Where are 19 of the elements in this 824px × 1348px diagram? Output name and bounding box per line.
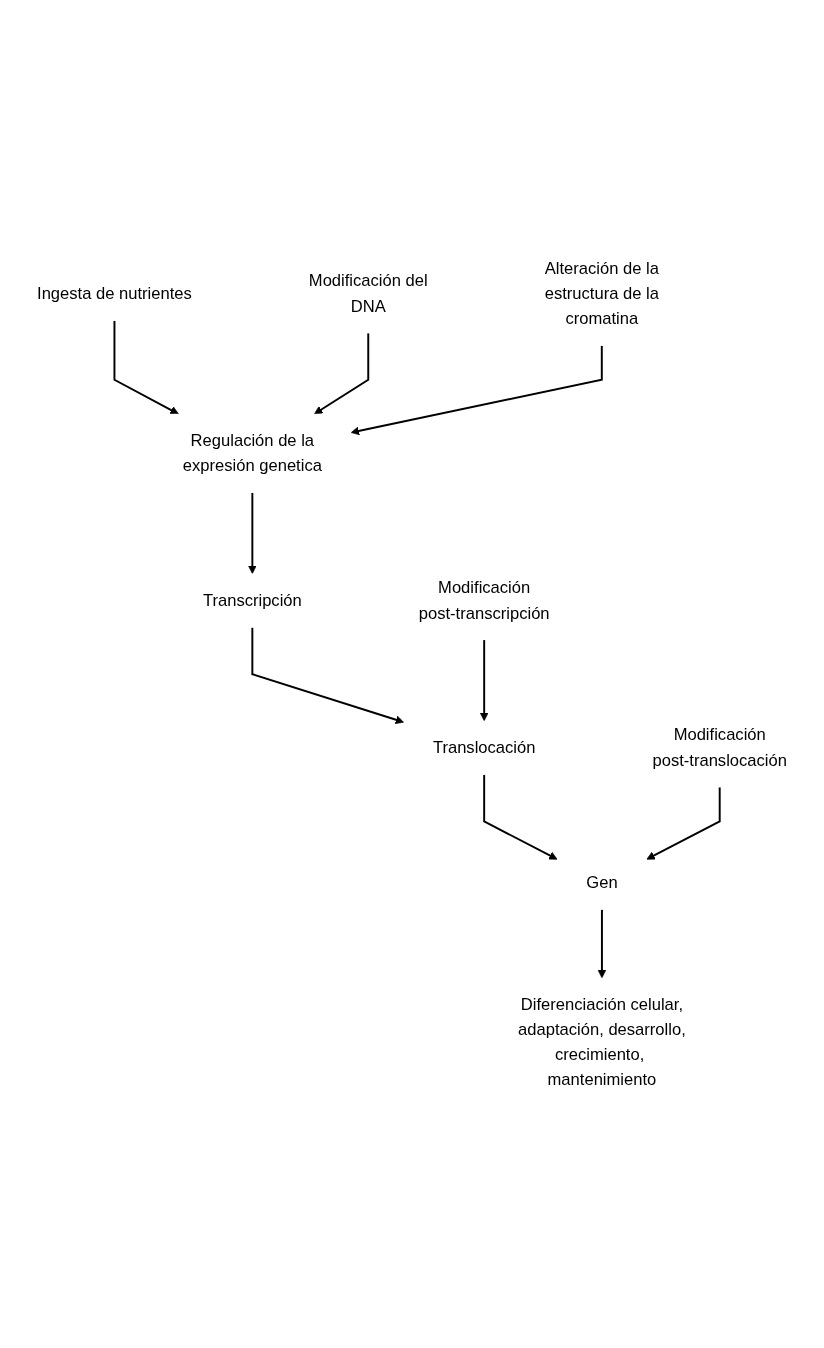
node-text: Ingesta de nutrientes bbox=[37, 284, 192, 303]
node-text: Diferenciación celular, adaptación, desarrollo, crecimiento, mantenimiento bbox=[518, 995, 686, 1089]
arrow bbox=[479, 638, 489, 721]
arrow bbox=[646, 786, 721, 860]
arrow bbox=[113, 319, 179, 415]
node-text: Transcripción bbox=[202, 590, 302, 610]
node-text: Regulación de la expresión genetica bbox=[182, 431, 322, 475]
arrow bbox=[597, 908, 607, 979]
node-text: Translocación bbox=[432, 738, 536, 757]
node-text: Modificación post-translocación bbox=[652, 725, 787, 770]
node-text: Modificación post-transcripción bbox=[418, 578, 550, 622]
arrow bbox=[350, 344, 603, 435]
node-text: Gen bbox=[586, 872, 618, 892]
arrow bbox=[251, 626, 405, 724]
arrow bbox=[483, 773, 558, 860]
node-text: Modificación del DNA bbox=[308, 271, 428, 315]
arrow bbox=[248, 491, 257, 574]
arrow bbox=[314, 332, 370, 415]
node-text: Alteración de la estructura de la cromatina bbox=[544, 259, 659, 328]
